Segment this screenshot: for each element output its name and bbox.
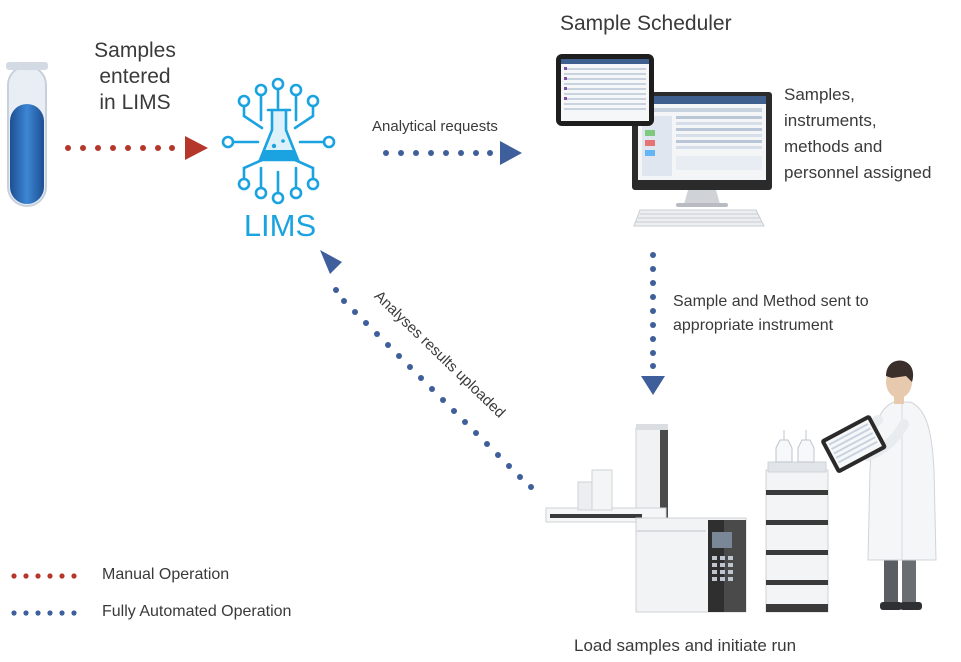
sent-to-instrument-label: Sample and Method sent to appropriate in…: [673, 290, 869, 338]
assigned-line-1: Samples,: [784, 85, 855, 104]
lims-label: LIMS: [243, 208, 317, 243]
assigned-line-3: methods and: [784, 137, 883, 156]
assigned-line-4: personnel assigned: [784, 163, 932, 182]
analytical-requests-label: Analytical requests: [372, 118, 498, 135]
legend-automated-dots: [11, 610, 77, 616]
manual-arrow: [65, 136, 208, 160]
load-samples-label: Load samples and initiate run: [574, 636, 797, 655]
samples-entered-line-2: entered: [99, 65, 171, 88]
samples-entered-line-3: in LIMS: [99, 91, 171, 114]
legend-manual-dots: [11, 573, 77, 579]
instrument-icon: [545, 424, 829, 613]
legend-manual-label: Manual Operation: [102, 566, 230, 583]
scientist-icon: [821, 360, 937, 610]
sent-line-2: appropriate instrument: [673, 317, 834, 334]
samples-entered-line-1: Samples: [94, 39, 176, 62]
scheduler-title: Sample Scheduler: [560, 12, 732, 35]
legend-automated-label: Fully Automated Operation: [102, 603, 292, 620]
samples-entered-label: Samples entered in LIMS: [80, 38, 190, 116]
assigned-line-2: instruments,: [784, 111, 877, 130]
scheduler-computer-icon: [556, 54, 772, 227]
sent-line-1: Sample and Method sent to: [673, 293, 869, 310]
lims-flask-network-icon: [221, 77, 336, 205]
sent-to-instrument-arrow: [641, 252, 665, 395]
scheduler-assigned-label: Samples, instruments, methods and person…: [784, 82, 931, 186]
analytical-requests-arrow: [383, 141, 522, 165]
results-uploaded-arrow: [320, 250, 534, 490]
test-tube-icon: [6, 62, 48, 207]
